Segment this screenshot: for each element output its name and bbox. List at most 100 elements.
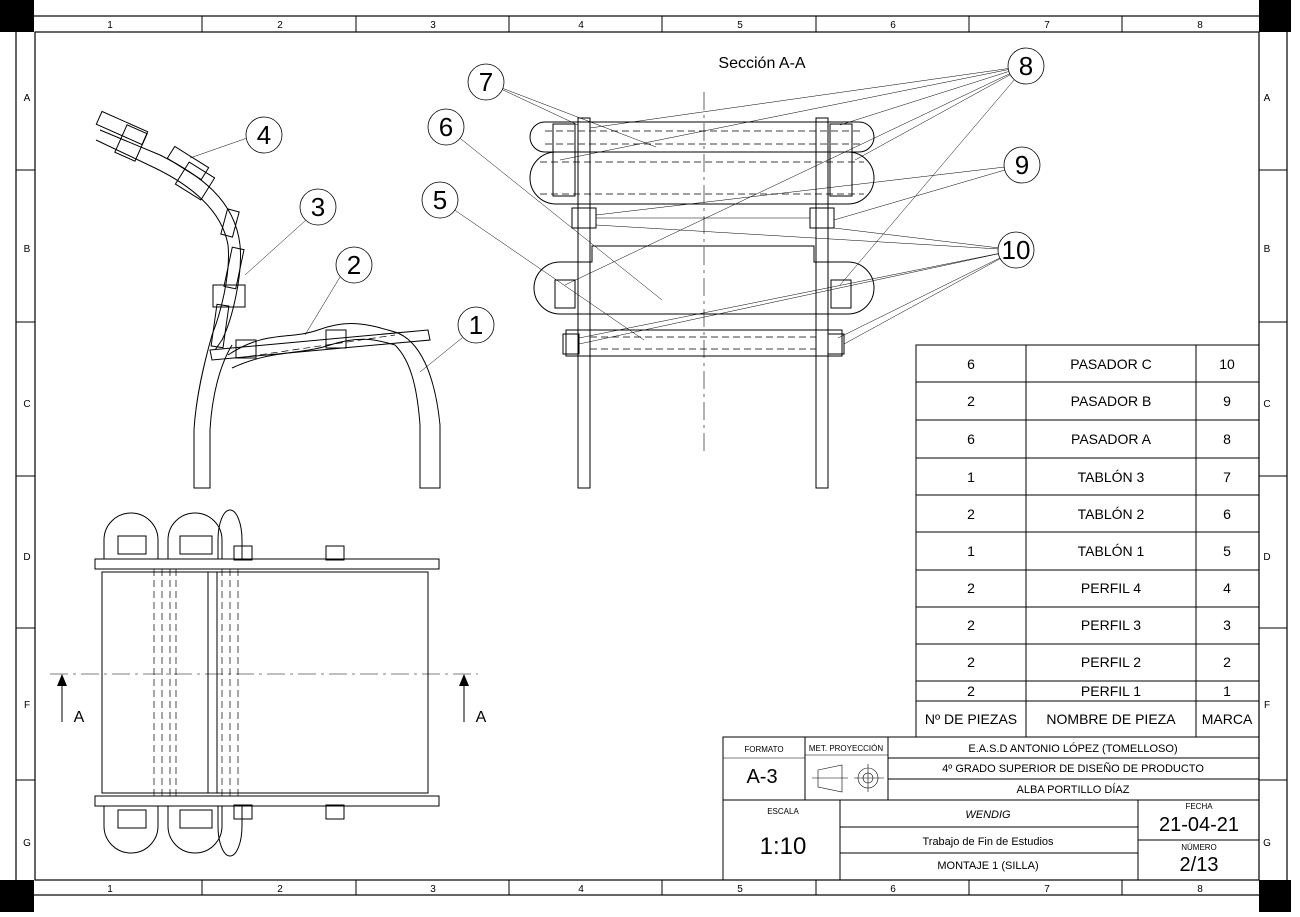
title-block [722, 736, 1260, 881]
balloon-3 [299, 188, 337, 226]
corner-mark-bottom-left [0, 880, 34, 912]
table-row-mark: 3 [1223, 617, 1231, 633]
balloon-7 [467, 63, 505, 101]
column-label: 4 [578, 20, 584, 31]
row-label: B [24, 244, 31, 255]
table-row-name: TABLÓN 1 [1078, 543, 1145, 559]
balloon-2-label: 2 [347, 250, 361, 280]
section-title: Sección A-A [718, 55, 805, 72]
title-block-text: FORMATO A-3 MET. PROYECCIÓN E.A.S.D ANTO… [744, 742, 1239, 876]
column-label: 1 [107, 884, 113, 895]
author-name: ALBA PORTILLO DÍAZ [1017, 783, 1130, 796]
row-label: F [1264, 700, 1270, 711]
table-row-name: TABLÓN 2 [1078, 506, 1145, 522]
school-name: E.A.S.D ANTONIO LÓPEZ (TOMELLOSO) [968, 742, 1177, 755]
top-view [50, 509, 478, 857]
column-label: 5 [737, 20, 743, 31]
table-row-qty: 2 [967, 393, 975, 409]
column-label: 3 [430, 884, 436, 895]
table-row-mark: 5 [1223, 543, 1231, 559]
table-row-mark: 2 [1223, 654, 1231, 670]
table-row-qty: 2 [967, 683, 975, 699]
column-labels-bottom: 1 2 3 4 5 6 7 8 [107, 884, 1203, 895]
table-row-name: PASADOR B [1071, 393, 1152, 409]
table-row-qty: 6 [967, 356, 975, 372]
table-row-name: PERFIL 4 [1081, 580, 1141, 596]
table-row-qty: 2 [967, 617, 975, 633]
table-row-name: PERFIL 2 [1081, 654, 1141, 670]
section-marker-left: A [74, 709, 85, 726]
balloon-8-label: 8 [1019, 51, 1033, 81]
balloon-1-label: 1 [469, 310, 483, 340]
balloon-9-label: 9 [1015, 150, 1029, 180]
row-label: G [1263, 838, 1271, 849]
side-view [95, 110, 463, 489]
row-label: F [24, 700, 30, 711]
fecha-value: 21-04-21 [1159, 814, 1239, 836]
table-row-name: PERFIL 1 [1081, 683, 1141, 699]
table-row-qty: 2 [967, 580, 975, 596]
balloon-10-label: 10 [1002, 235, 1031, 265]
balloon-3-label: 3 [311, 192, 325, 222]
table-row-qty: 6 [967, 431, 975, 447]
column-labels-top: 1 2 3 4 5 6 7 8 [107, 20, 1203, 31]
row-labels-left: A B C D F G [23, 93, 31, 849]
parts-table-text: 6 PASADOR C 10 2 PASADOR B 9 6 PASADOR A… [925, 356, 1253, 727]
table-row-name: PASADOR C [1070, 356, 1151, 372]
table-row-mark: 10 [1219, 356, 1235, 372]
balloon-7-label: 7 [479, 67, 493, 97]
row-dividers [16, 169, 1287, 781]
column-label: 1 [107, 20, 113, 31]
column-label: 2 [277, 20, 283, 31]
balloon-5 [421, 181, 459, 219]
table-row-mark: 8 [1223, 431, 1231, 447]
table-header-qty: Nº DE PIEZAS [925, 711, 1017, 727]
escala-label: ESCALA [767, 807, 799, 816]
row-label: B [1264, 244, 1271, 255]
corner-mark-top-right [1259, 0, 1291, 32]
balloon-5-label: 5 [433, 185, 447, 215]
column-label: 5 [737, 884, 743, 895]
row-label: A [24, 93, 31, 104]
corner-mark-bottom-right [1259, 880, 1291, 912]
row-label: G [23, 838, 31, 849]
section-view [529, 92, 875, 489]
table-row-mark: 4 [1223, 580, 1231, 596]
table-row-qty: 2 [967, 506, 975, 522]
formato-value: A-3 [746, 766, 777, 788]
numero-label: NÚMERO [1181, 843, 1217, 852]
escala-value: 1:10 [760, 833, 807, 860]
drawing-title: MONTAJE 1 (SILLA) [937, 860, 1038, 872]
corner-mark-top-left [0, 0, 34, 32]
formato-label: FORMATO [744, 745, 783, 754]
balloon-10 [997, 231, 1035, 269]
project-name: WENDIG [965, 809, 1011, 821]
table-row-mark: 6 [1223, 506, 1231, 522]
balloon-6-label: 6 [439, 112, 453, 142]
table-row-name: TABLÓN 3 [1078, 469, 1145, 485]
balloons-side-view: 4 3 2 1 [245, 116, 495, 344]
course-name: 4º GRADO SUPERIOR DE DISEÑO DE PRODUCTO [942, 762, 1204, 775]
numero-value: 2/13 [1180, 854, 1219, 876]
row-label: C [23, 399, 30, 410]
section-leaders [439, 65, 1027, 345]
column-label: 7 [1044, 884, 1050, 895]
column-label: 6 [890, 884, 896, 895]
table-row-name: PASADOR A [1071, 431, 1152, 447]
balloon-1 [457, 306, 495, 344]
table-row-mark: 9 [1223, 393, 1231, 409]
column-label: 3 [430, 20, 436, 31]
column-label: 6 [890, 20, 896, 31]
column-label: 2 [277, 884, 283, 895]
work-title: Trabajo de Fin de Estudios [922, 836, 1054, 848]
column-label: 8 [1197, 884, 1203, 895]
row-label: C [1263, 399, 1270, 410]
column-label: 4 [578, 884, 584, 895]
balloons-section-view: 7 6 5 8 9 10 [421, 47, 1045, 269]
row-label: D [23, 552, 30, 563]
balloon-8 [1007, 47, 1045, 85]
table-header-mark: MARCA [1202, 711, 1253, 727]
column-label: 8 [1197, 20, 1203, 31]
table-row-qty: 2 [967, 654, 975, 670]
